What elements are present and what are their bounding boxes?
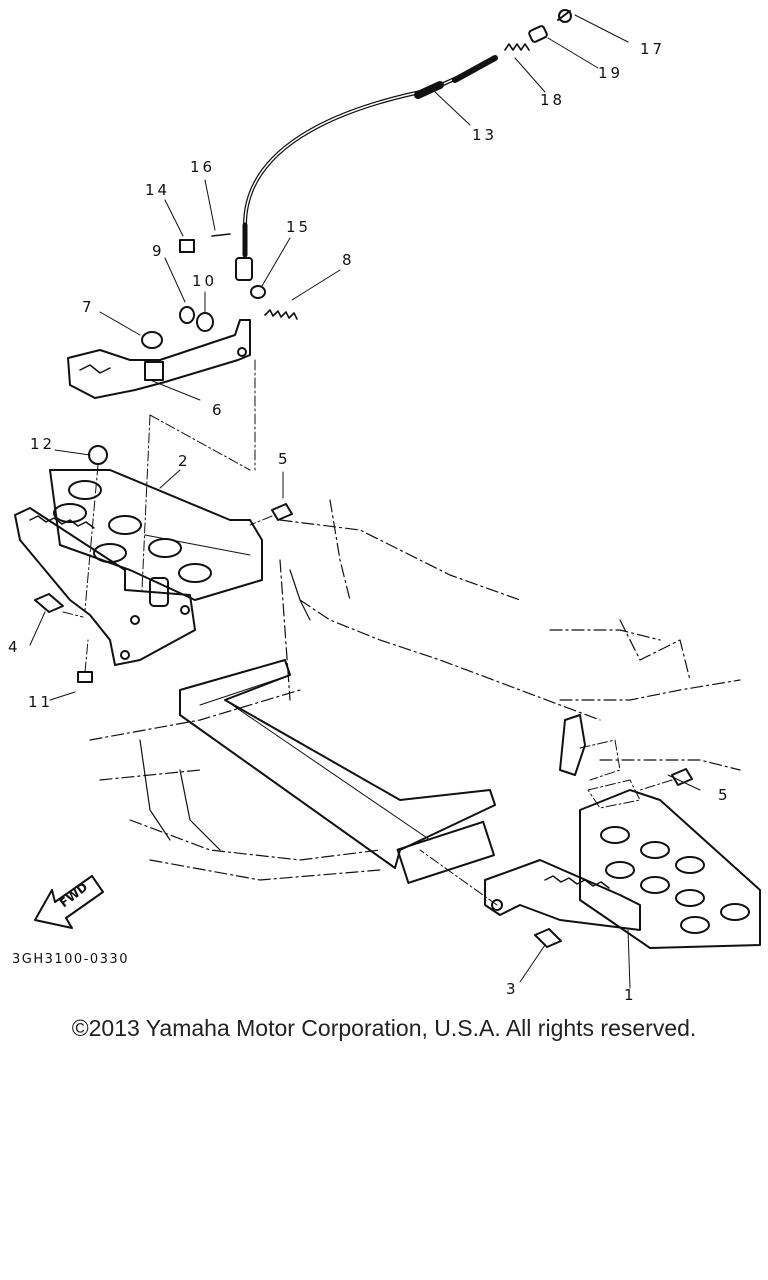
washer-9: [179, 306, 195, 324]
fwd-arrow-icon: [34, 875, 104, 929]
callout-10: 10: [192, 272, 218, 290]
callout-14: 14: [145, 181, 171, 199]
callout-1: 1: [624, 986, 637, 1004]
callout-5-lower: 5: [718, 786, 731, 804]
copyright-notice: ©2013 Yamaha Motor Corporation, U.S.A. A…: [71, 1015, 697, 1041]
washer-10: [196, 312, 214, 332]
bolt-14: [179, 239, 195, 253]
footrest-plate-left: [49, 469, 263, 601]
spring-18: [504, 43, 530, 51]
bolt-5-lower: [671, 768, 693, 786]
frame-crossmember: [179, 659, 496, 869]
callout-15: 15: [286, 218, 312, 236]
callout-19: 19: [598, 64, 624, 82]
callout-7: 7: [82, 298, 95, 316]
callout-3: 3: [506, 980, 519, 998]
spring-8: [264, 309, 298, 320]
cotter-pin-16: [211, 233, 231, 237]
callout-9: 9: [152, 242, 165, 260]
callout-6: 6: [212, 401, 225, 419]
callout-8: 8: [342, 251, 355, 269]
footrest-right: [484, 859, 641, 931]
bolt-5-upper: [271, 503, 293, 521]
callout-5-upper: 5: [278, 450, 291, 468]
diagram-code: 3GH3100-0330: [12, 952, 129, 967]
cap-7: [141, 331, 163, 349]
callout-17: 17: [640, 40, 666, 58]
callout-16: 16: [190, 158, 216, 176]
brake-pedal: [67, 319, 251, 399]
brake-cable: [243, 70, 472, 227]
parts-diagram: [14, 9, 761, 989]
callout-11: 11: [28, 693, 54, 711]
joint-19: [528, 25, 548, 43]
bolt-3: [534, 928, 562, 948]
pin-17: [558, 9, 572, 23]
bolt-11: [77, 671, 93, 683]
bolt-4: [34, 593, 64, 613]
footrest-plate-right: [579, 789, 761, 949]
cable-adjuster: [452, 55, 498, 83]
washer-15: [250, 285, 266, 299]
clevis: [235, 257, 253, 281]
nut-12: [88, 445, 108, 465]
callout-4: 4: [8, 638, 21, 656]
frame-bracket: [559, 714, 586, 776]
callout-13: 13: [472, 126, 498, 144]
callout-2: 2: [178, 452, 191, 470]
callout-12: 12: [30, 435, 56, 453]
callout-18: 18: [540, 91, 566, 109]
footrest-left: [14, 507, 196, 666]
